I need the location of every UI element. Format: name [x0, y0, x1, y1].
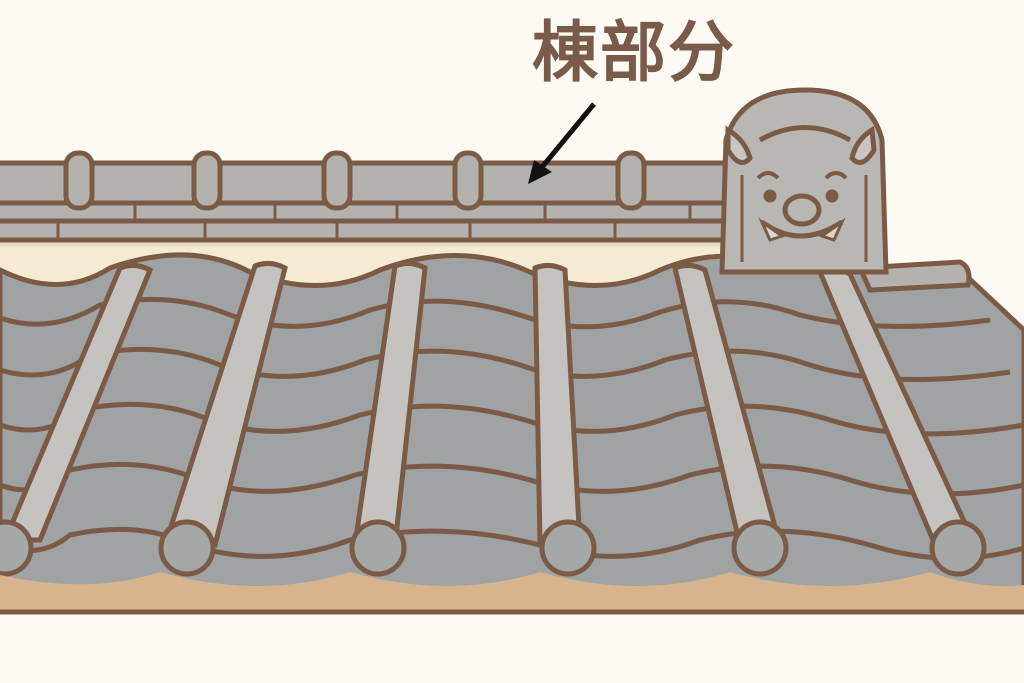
pointer-arrow	[528, 102, 596, 184]
roof-tiles	[0, 252, 1024, 593]
ridge-cap-tile	[615, 150, 647, 211]
ridge-cap-tile	[321, 150, 353, 211]
ridge-label: 棟部分	[532, 14, 736, 91]
tile-end	[539, 519, 597, 577]
eaves-board	[0, 572, 1024, 615]
tile-end	[349, 519, 407, 577]
tile-end	[0, 519, 34, 577]
ridge-cap-tile	[63, 150, 95, 211]
ridge-cap-tile	[191, 150, 223, 211]
tile-end	[929, 519, 987, 577]
tile-end	[731, 519, 789, 577]
ridge	[0, 150, 728, 243]
onigawara	[719, 87, 889, 275]
ridge-cap-tile	[452, 150, 484, 211]
tile-end	[158, 519, 216, 577]
